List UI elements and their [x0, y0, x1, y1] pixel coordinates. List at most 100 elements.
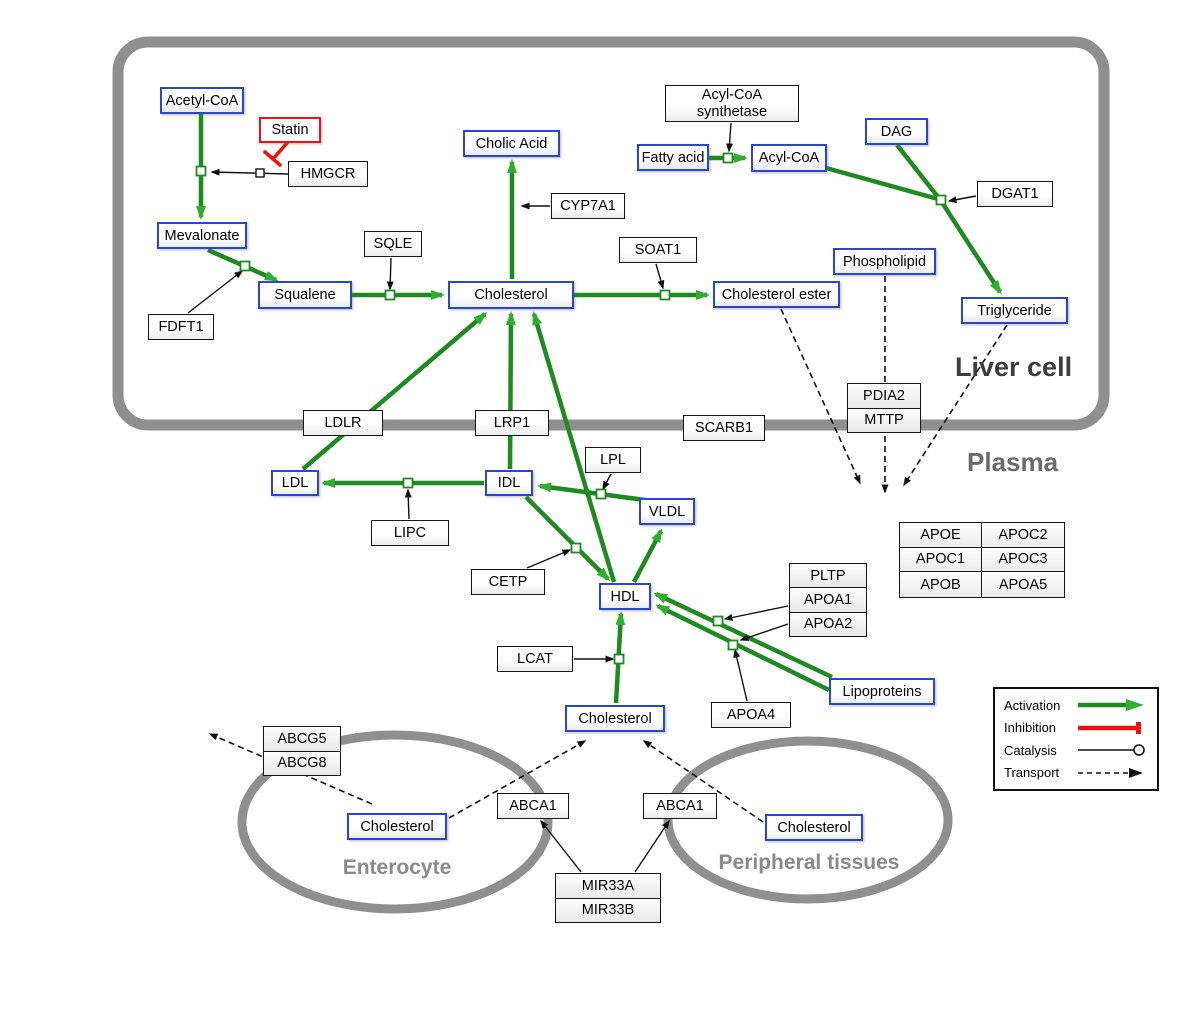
catalysis-sqle — [386, 257, 394, 291]
node-cyp7a1[interactable]: CYP7A1 — [551, 193, 625, 219]
catalysis-dgat1 — [947, 195, 977, 204]
legend-row-inhibition: Inhibition — [1004, 720, 1148, 735]
node-mir33b[interactable]: MIR33B — [556, 897, 660, 922]
reaction-node-lpl — [595, 488, 607, 500]
edge-dag-dgat1junction — [895, 143, 940, 199]
node-apoa1[interactable]: APOA1 — [790, 587, 866, 612]
node-apob[interactable]: APOB — [900, 572, 982, 597]
catalysis-apoa4 — [733, 648, 748, 702]
liver-cell-membrane — [112, 36, 1110, 431]
node-cholesterol-peripheral[interactable]: Cholesterol — [765, 814, 863, 841]
transport-triglyceride-plasma — [903, 324, 1008, 487]
catalysis-fdft1 — [187, 270, 244, 314]
node-apoa4[interactable]: APOA4 — [711, 702, 791, 728]
enterocyte-label: Enterocyte — [342, 856, 452, 879]
node-abca1-enterocyte[interactable]: ABCA1 — [497, 793, 569, 819]
catalysis-lipc — [404, 488, 412, 520]
node-lrp1[interactable]: LRP1 — [475, 410, 549, 436]
node-acyl-coa[interactable]: Acyl-CoA — [751, 144, 827, 172]
stack-pltp-apoa1-apoa2: PLTP APOA1 APOA2 — [789, 563, 867, 637]
reaction-node-cetp — [570, 542, 582, 554]
legend-catalysis-label: Catalysis — [1004, 742, 1057, 758]
catalysis-soat1 — [655, 263, 665, 290]
reaction-node-hmgcr — [195, 165, 207, 177]
node-hmgcr[interactable]: HMGCR — [288, 161, 368, 187]
catalysis-lpl — [602, 473, 612, 491]
reaction-node-sqle — [384, 289, 396, 301]
reaction-node-soat1 — [659, 289, 671, 301]
node-scarb1[interactable]: SCARB1 — [683, 415, 765, 441]
edge-idl-lrp1-cholesterol — [505, 311, 516, 470]
node-statin[interactable]: Statin — [259, 117, 321, 143]
legend-row-activation: Activation — [1004, 698, 1148, 713]
peripheral-tissues-label: Peripheral tissues — [718, 851, 900, 874]
node-apoc3[interactable]: APOC3 — [982, 547, 1064, 573]
node-abcg8[interactable]: ABCG8 — [264, 750, 340, 775]
reaction-node-pltp — [712, 615, 724, 627]
node-apoc1[interactable]: APOC1 — [900, 547, 982, 573]
regulation-mir33-abca1-left — [540, 819, 582, 873]
legend: Activation Inhibition Catalysis Transpor… — [993, 687, 1159, 791]
node-cetp[interactable]: CETP — [471, 569, 545, 595]
node-dgat1[interactable]: DGAT1 — [977, 181, 1053, 207]
node-squalene[interactable]: Squalene — [258, 281, 352, 309]
catalysis-cetp — [526, 549, 572, 569]
reaction-node-acylcoa-synthetase — [722, 152, 734, 164]
node-idl[interactable]: IDL — [485, 470, 533, 496]
node-mttp[interactable]: MTTP — [848, 407, 920, 432]
node-mevalonate[interactable]: Mevalonate — [157, 222, 247, 249]
catalysis-hmgcr — [210, 168, 289, 176]
node-fdft1[interactable]: FDFT1 — [148, 314, 214, 340]
node-apoc2[interactable]: APOC2 — [982, 523, 1064, 548]
node-dag[interactable]: DAG — [865, 118, 928, 145]
node-soat1[interactable]: SOAT1 — [619, 237, 697, 263]
reaction-node-fdft1 — [239, 260, 251, 272]
node-ldl[interactable]: LDL — [271, 470, 319, 496]
node-apoa2[interactable]: APOA2 — [790, 611, 866, 636]
node-lipoproteins[interactable]: Lipoproteins — [829, 678, 935, 705]
node-acyl-coa-synthetase[interactable]: Acyl-CoA synthetase — [665, 85, 799, 122]
node-pltp[interactable]: PLTP — [790, 564, 866, 588]
edge-idl-hdl-cetp — [524, 495, 611, 582]
node-lipc[interactable]: LIPC — [371, 520, 449, 546]
apolipoprotein-table: APOE APOC2 APOC1 APOC3 APOB APOA5 — [899, 522, 1065, 598]
node-lpl[interactable]: LPL — [585, 447, 641, 473]
transport-cholesterolester-plasma — [780, 308, 861, 485]
catalysis-apoa-stack-lower — [739, 623, 789, 641]
node-acetyl-coa[interactable]: Acetyl-CoA — [160, 87, 244, 114]
node-sqle[interactable]: SQLE — [364, 231, 422, 257]
node-cholesterol-ester[interactable]: Cholesterol ester — [713, 281, 840, 308]
regulation-mir33-abca1-right — [634, 819, 670, 873]
catalysis-apoa-stack-upper — [723, 605, 789, 621]
node-mir33a[interactable]: MIR33A — [556, 874, 660, 898]
edge-dgat1junction-triglyceride — [941, 202, 1002, 295]
legend-row-transport: Transport — [1004, 765, 1148, 780]
node-vldl[interactable]: VLDL — [639, 498, 695, 525]
edge-hdl-vldl — [632, 528, 663, 584]
node-ldlr[interactable]: LDLR — [303, 410, 383, 436]
catalysis-acylcoa-synthetase — [726, 122, 734, 153]
inhibition-statin-bar — [263, 150, 282, 167]
node-apoe[interactable]: APOE — [900, 523, 982, 548]
node-cholesterol-plasma[interactable]: Cholesterol — [565, 705, 665, 732]
node-phospholipid[interactable]: Phospholipid — [833, 248, 936, 275]
inhibition-bar-symbol — [1078, 721, 1141, 734]
node-abca1-peripheral[interactable]: ABCA1 — [643, 793, 717, 819]
node-pdia2[interactable]: PDIA2 — [848, 384, 920, 408]
node-triglyceride[interactable]: Triglyceride — [961, 297, 1068, 324]
node-fatty-acid[interactable]: Fatty acid — [637, 144, 709, 171]
node-abcg5[interactable]: ABCG5 — [264, 727, 340, 751]
node-apoa5[interactable]: APOA5 — [982, 572, 1064, 597]
node-cholesterol-liver[interactable]: Cholesterol — [448, 281, 574, 309]
liver-cell-label: Liver cell — [955, 352, 1073, 382]
node-hdl[interactable]: HDL — [599, 583, 651, 610]
node-cholic-acid[interactable]: Cholic Acid — [463, 130, 560, 157]
reaction-node-dgat1 — [935, 194, 947, 206]
node-cholesterol-enterocyte[interactable]: Cholesterol — [347, 813, 447, 840]
edge-vldl-idl — [537, 482, 646, 503]
node-lcat[interactable]: LCAT — [497, 646, 573, 672]
transport-dashed-arrow-symbol — [1078, 767, 1143, 778]
plasma-label: Plasma — [967, 447, 1059, 477]
